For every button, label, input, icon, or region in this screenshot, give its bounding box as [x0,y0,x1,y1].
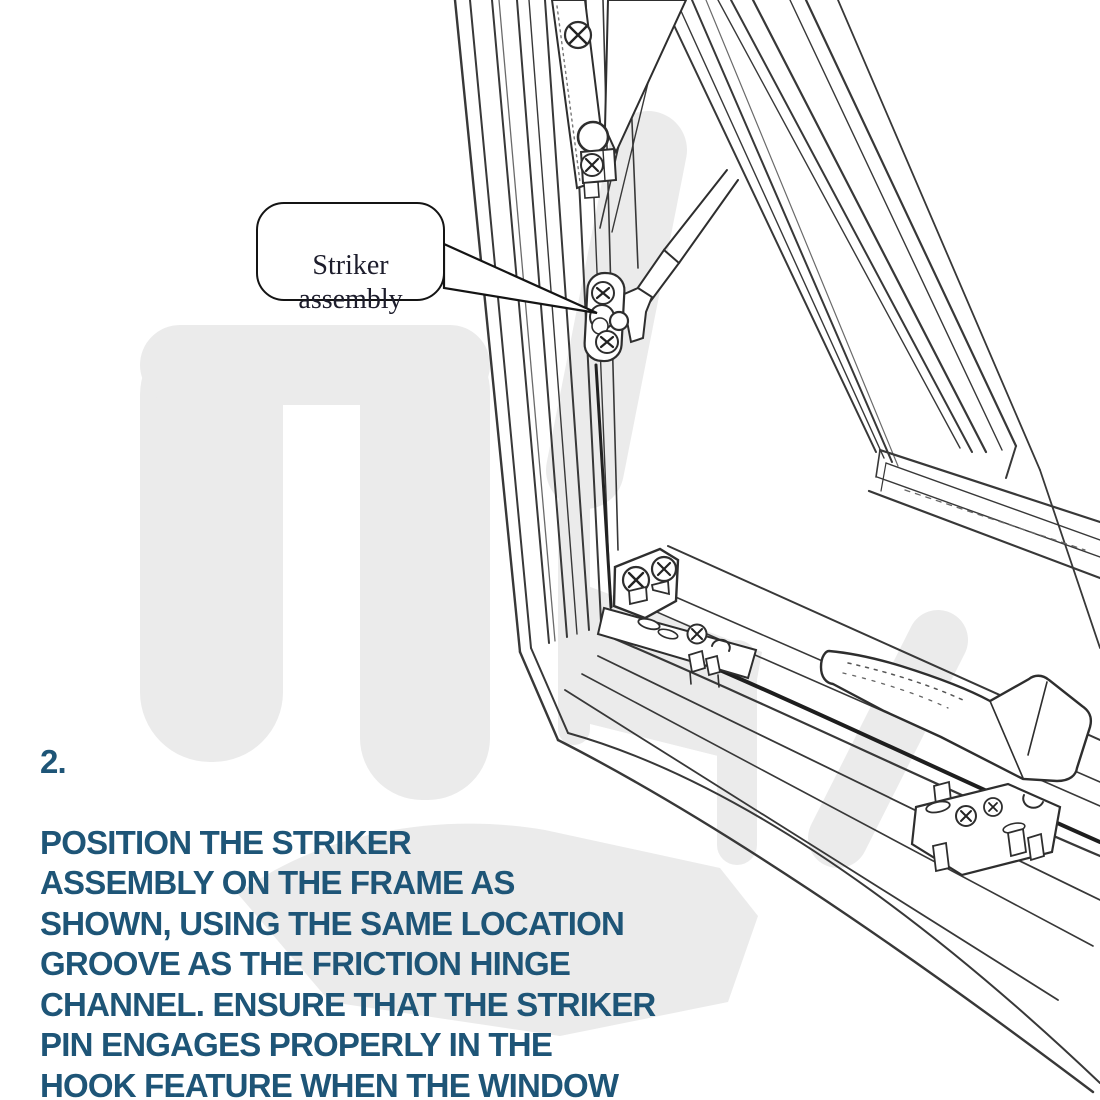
stay-arm-hook [614,169,739,344]
callout-bubble: Striker assembly [256,202,445,315]
striker-pin-icon [608,310,630,332]
hinge-pivot-icon [576,120,610,154]
channel-end-bracket [910,780,1062,877]
corner-bracket [612,547,680,620]
instruction-text: POSITION THE STRIKER ASSEMBLY ON THE FRA… [40,823,656,1100]
instruction-block: 2. POSITION THE STRIKER ASSEMBLY ON THE … [40,701,656,1100]
step-number: 2. [40,742,67,780]
callout-pointer-icon [442,242,598,315]
friction-hinge-arm [550,0,688,199]
callout-label: Striker assembly [298,250,403,315]
window-handle [819,649,1093,783]
striker-assembly [583,271,630,363]
friction-hinge-channel [596,606,758,688]
